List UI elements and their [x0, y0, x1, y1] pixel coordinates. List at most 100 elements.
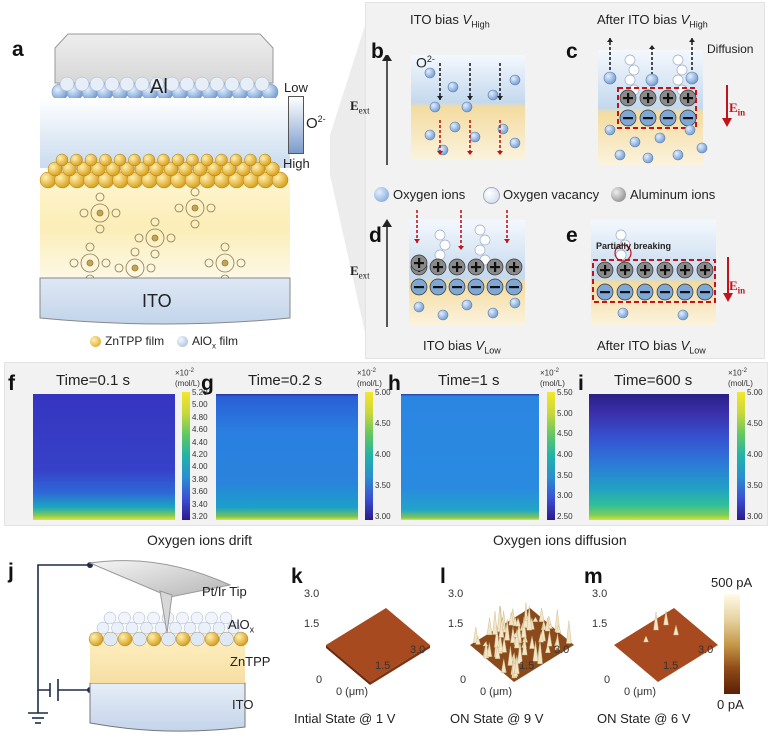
minus-sign: [600, 291, 610, 294]
sim-time-i: Time=600 s: [614, 372, 693, 389]
afm-k-ymax: 3.0: [304, 588, 320, 600]
unit-exp-h-sup: -2: [553, 368, 559, 374]
minus-sign: [452, 286, 462, 289]
afm-l-ymid: 1.5: [448, 618, 464, 630]
panel-label-g: g: [201, 372, 214, 395]
current-spike: [529, 635, 535, 649]
current-spike: [643, 635, 649, 643]
plus-sign: [664, 265, 667, 275]
colorbar-tick: 4.50: [747, 419, 763, 428]
drift-arrow-head: [504, 239, 510, 243]
current-spike: [566, 620, 572, 644]
plus-sign: [475, 262, 478, 272]
zntpp-sphere: [207, 161, 222, 177]
unit-exp-i-sup: -2: [741, 368, 747, 374]
zntpp-sphere: [134, 161, 150, 177]
alox-sphere: [212, 621, 226, 635]
alox-sphere: [254, 76, 270, 92]
minus-sign: [680, 291, 690, 294]
zntpp-sphere: [244, 153, 257, 167]
panel-d-title-sub: Low: [484, 345, 501, 356]
panel-label-h: h: [388, 372, 401, 395]
legend-aluminum-ions: Aluminum ions: [630, 187, 716, 202]
alox-sphere: [96, 621, 110, 635]
plus-sign: [667, 93, 670, 103]
drift-arrow-head: [607, 38, 613, 42]
current-spike: [494, 626, 500, 648]
phenyl-ring: [95, 192, 105, 202]
current-spike: [486, 617, 493, 636]
drift-arrow-head: [467, 96, 473, 100]
unit-exp-h-text: ×10: [540, 368, 554, 378]
zntpp-sphere: [70, 153, 83, 167]
phenyl-ring: [134, 233, 144, 243]
current-spike: [523, 602, 529, 628]
current-spike: [517, 640, 523, 664]
zntpp-sphere: [258, 153, 272, 167]
phenyl-ring: [150, 249, 160, 259]
colorbar-tick: 4.60: [192, 425, 208, 435]
afm-l-xmax: 3.0: [554, 644, 570, 656]
alox-sphere: [198, 621, 211, 635]
afm-l-zero: 0: [460, 674, 467, 686]
phenyl-ring: [220, 242, 230, 252]
colorbar-tick: 5.00: [192, 400, 208, 410]
drift-arrow-head: [458, 246, 464, 250]
film-sphere: [233, 631, 249, 647]
afm-m-ymax: 3.0: [592, 588, 608, 600]
zntpp-sphere: [215, 153, 228, 167]
afm-k-unit: 0 (μm): [336, 686, 369, 698]
oxygen-ion: [677, 309, 689, 321]
minus-sign: [623, 117, 633, 120]
alox-sphere: [209, 76, 225, 92]
afm-map-l: [470, 602, 574, 682]
panel-e-title: After ITO bias VLow: [597, 338, 706, 356]
internal-field-arrow-head: [723, 293, 733, 302]
unit-i: (mol/L): [728, 379, 753, 388]
colorbar-tick: 5.00: [747, 388, 763, 397]
afm-map-m: [614, 608, 718, 682]
panel-c-title-sub: High: [689, 19, 708, 30]
alox-sphere: [147, 611, 160, 625]
colorbar-tick: 5.20: [192, 388, 208, 397]
oxygen-ion: [424, 67, 436, 79]
colorbar-f: [182, 392, 190, 520]
charge-layer-box: [592, 259, 716, 303]
oxygen-vacancy: [439, 239, 451, 251]
current-spike: [663, 610, 669, 626]
alox-sphere: [169, 621, 182, 635]
panel-d-title: ITO bias VLow: [423, 338, 501, 356]
current-spike: [526, 605, 532, 631]
film-sphere: [146, 631, 162, 647]
zntpp-sphere: [62, 161, 77, 177]
current-spike: [482, 641, 489, 647]
unit-exp-h: ×10-2: [540, 368, 559, 378]
device-schematic-a: [39, 33, 291, 325]
charge-layer-box: [617, 87, 697, 129]
al-electrode-label: Al: [150, 76, 168, 98]
film-sphere: [204, 631, 220, 647]
panel-c-field-sub: in: [737, 107, 746, 118]
alox-sphere: [194, 76, 210, 92]
panel-d-title-text: ITO bias: [423, 338, 476, 353]
colorbar-tick: 3.00: [747, 512, 763, 521]
panel-c-title-text: After ITO bias: [597, 12, 681, 27]
colorbar-tick: 3.80: [192, 474, 208, 484]
film-sphere: [88, 631, 104, 647]
zntpp-sphere: [128, 153, 141, 167]
panel-e-title-sub: Low: [689, 345, 706, 356]
plus-sign: [684, 265, 687, 275]
current-spike: [653, 611, 659, 631]
drift-arrow-head: [414, 239, 420, 243]
oxygen-ion: [487, 307, 499, 319]
afm-k-xmax: 3.0: [410, 644, 426, 656]
current-spike: [486, 642, 493, 657]
phenyl-ring: [150, 217, 160, 227]
plus-sign: [604, 265, 607, 275]
panel-c-title: After ITO bias VHigh: [597, 12, 708, 30]
phenyl-ring: [111, 208, 121, 218]
oxygen-vacancy: [628, 64, 640, 76]
ito-electrode-label: ITO: [142, 291, 172, 311]
afm-k-xmid: 1.5: [375, 660, 391, 672]
panel-d-field-label: Eext: [350, 263, 370, 281]
